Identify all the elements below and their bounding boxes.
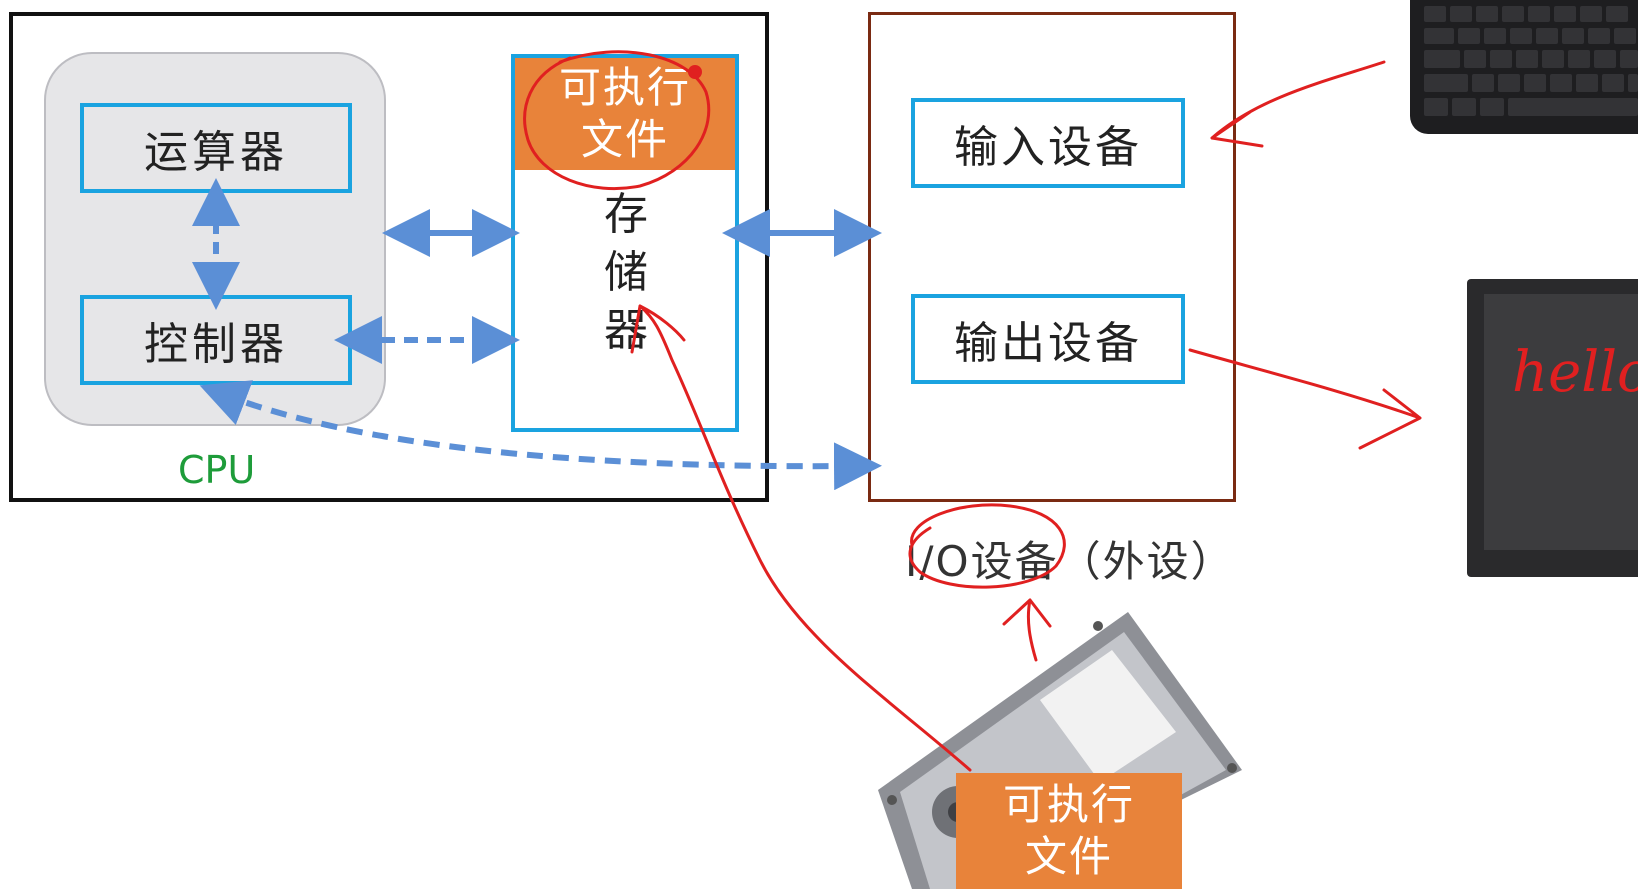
io-group-label: I/O设备（外设）: [905, 537, 1235, 586]
arrow-output-to-monitor: [1188, 348, 1422, 450]
input-device-label: 输入设备: [954, 122, 1142, 173]
monitor-screen: [1484, 294, 1638, 550]
output-device-label: 输出设备: [954, 318, 1142, 369]
cpu-frame: [9, 12, 769, 502]
arrow-disk-to-io: [1002, 598, 1052, 662]
arrow-control-io: [199, 380, 882, 491]
output-device-box: 输出设备: [911, 294, 1185, 384]
monitor-hello-text: hello: [1512, 340, 1638, 405]
control-unit-label: 控制器: [144, 319, 288, 370]
blue-arrows: [192, 178, 882, 491]
io-frame: [868, 12, 1236, 502]
control-unit-box: 控制器: [80, 295, 352, 385]
circle-memory-file: [523, 50, 711, 191]
keyboard-keys: [1424, 6, 1638, 116]
circle-io-label: [908, 503, 1066, 589]
arrow-to-input-device: [1210, 60, 1386, 148]
memory-executable-file: 可执行 文件: [515, 58, 735, 170]
memory-file-line2: 文件: [580, 115, 669, 164]
alu-box: 运算器: [80, 103, 352, 193]
red-annotations: [523, 50, 1422, 772]
memory-label: 存储器: [604, 189, 648, 356]
alu-label: 运算器: [144, 127, 288, 178]
path-disk-to-memory: [630, 304, 972, 772]
disk-executable-file: 可执行 文件: [956, 773, 1182, 889]
pointer-dot: [688, 65, 702, 79]
disk-file-line1: 可执行: [1002, 780, 1135, 829]
disk-file-line2: 文件: [1024, 832, 1113, 881]
memory-file-line1: 可执行: [558, 63, 691, 112]
input-device-box: 输入设备: [911, 98, 1185, 188]
